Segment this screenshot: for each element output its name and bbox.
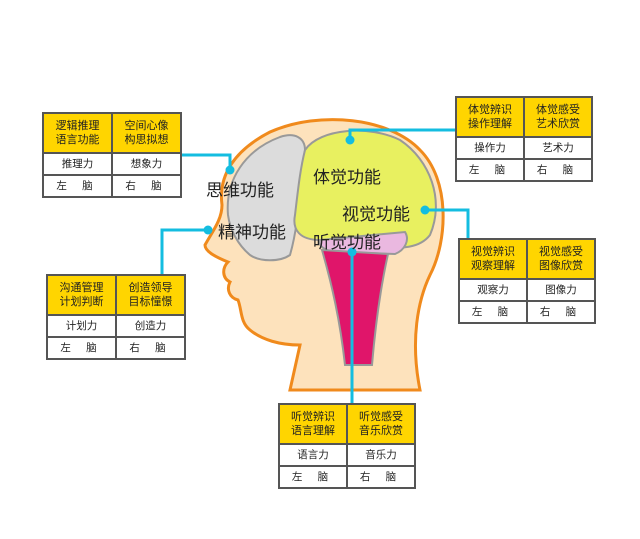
hemisphere-cell: 右 脑 — [525, 160, 591, 180]
hemisphere-cell: 右 脑 — [528, 302, 594, 322]
table-thinking: 逻辑推理 语言功能空间心像 构思拟想推理力想象力左 脑右 脑 — [42, 112, 182, 198]
ability-cell: 图像力 — [528, 280, 594, 300]
ability-cell: 操作力 — [457, 138, 523, 158]
label-thinking: 思维功能 — [206, 181, 274, 201]
function-cell: 创造领导 目标憧憬 — [117, 276, 184, 314]
hemisphere-cell: 右 脑 — [348, 467, 414, 487]
label-auditory: 听觉功能 — [313, 233, 381, 253]
ability-cell: 推理力 — [44, 154, 111, 174]
function-cell: 视觉感受 图像欣赏 — [528, 240, 594, 278]
connector-dot — [347, 247, 357, 257]
connector-dot — [420, 205, 430, 215]
hemisphere-cell: 右 脑 — [117, 338, 184, 358]
function-cell: 体觉感受 艺术欣赏 — [525, 98, 591, 136]
connector-dot — [203, 225, 213, 235]
ability-cell: 音乐力 — [348, 445, 414, 465]
ability-cell: 计划力 — [48, 316, 115, 336]
function-cell: 听觉感受 音乐欣赏 — [348, 405, 414, 443]
ability-cell: 观察力 — [460, 280, 526, 300]
hemisphere-cell: 左 脑 — [460, 302, 526, 322]
connector-dot — [345, 135, 355, 145]
table-body: 体觉辨识 操作理解体觉感受 艺术欣赏操作力艺术力左 脑右 脑 — [455, 96, 593, 182]
function-cell: 视觉辨识 观察理解 — [460, 240, 526, 278]
brainstem — [320, 248, 390, 366]
ability-cell: 创造力 — [117, 316, 184, 336]
auditory-region — [318, 230, 408, 256]
connectors — [160, 128, 470, 403]
function-cell: 沟通管理 计划判断 — [48, 276, 115, 314]
ability-cell: 想象力 — [113, 154, 180, 174]
hemisphere-cell: 左 脑 — [44, 176, 111, 196]
function-cell: 逻辑推理 语言功能 — [44, 114, 111, 152]
ability-cell: 艺术力 — [525, 138, 591, 158]
label-visual: 视觉功能 — [342, 205, 410, 225]
table-mental: 沟通管理 计划判断创造领导 目标憧憬计划力创造力左 脑右 脑 — [46, 274, 186, 360]
hemisphere-cell: 右 脑 — [113, 176, 180, 196]
hemisphere-cell: 左 脑 — [280, 467, 346, 487]
label-body: 体觉功能 — [313, 168, 381, 188]
table-auditory: 听觉辨识 语言理解听觉感受 音乐欣赏语言力音乐力左 脑右 脑 — [278, 403, 416, 489]
function-cell: 听觉辨识 语言理解 — [280, 405, 346, 443]
hemisphere-cell: 左 脑 — [48, 338, 115, 358]
label-mental: 精神功能 — [218, 223, 286, 243]
table-visual: 视觉辨识 观察理解视觉感受 图像欣赏观察力图像力左 脑右 脑 — [458, 238, 596, 324]
function-cell: 体觉辨识 操作理解 — [457, 98, 523, 136]
connector-dot — [225, 165, 235, 175]
function-cell: 空间心像 构思拟想 — [113, 114, 180, 152]
hemisphere-cell: 左 脑 — [457, 160, 523, 180]
sensory-region — [293, 129, 437, 249]
ability-cell: 语言力 — [280, 445, 346, 465]
